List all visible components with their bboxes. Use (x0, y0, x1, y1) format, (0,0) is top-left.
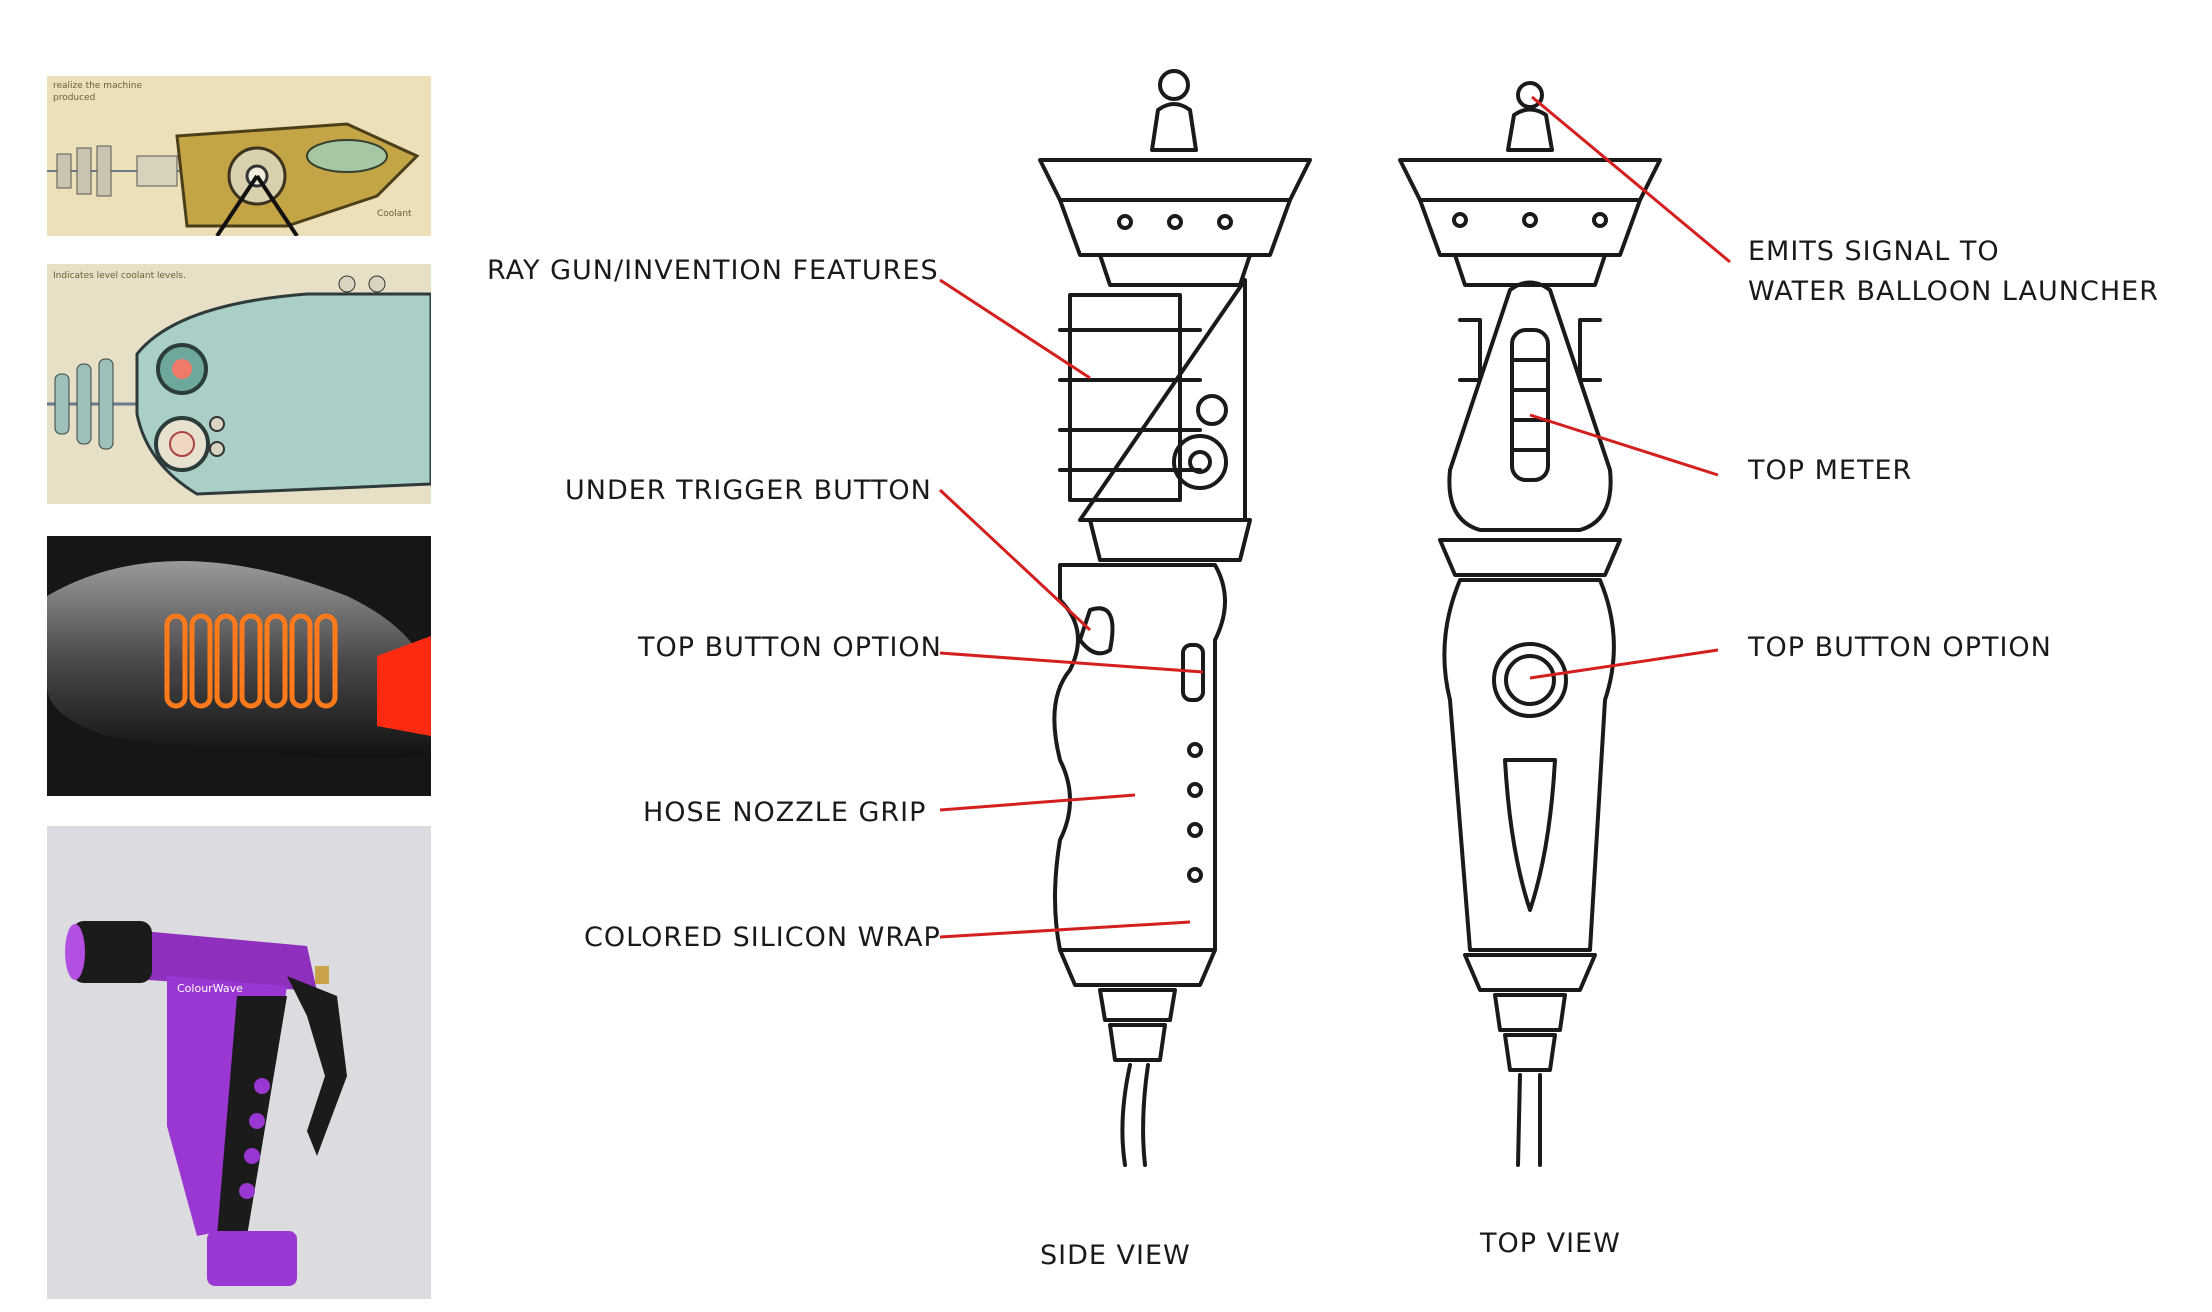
label-top-view: TOP VIEW (1480, 1228, 1621, 1259)
label-top-meter: TOP METER (1748, 455, 1913, 486)
reference-image-raygun-gauge: Indicates level coolant levels. (47, 264, 431, 504)
leader-lines (938, 95, 1731, 939)
label-emits-signal-line1: EMITS SIGNAL TO (1748, 236, 2000, 267)
label-emits-signal-line2: WATER BALLOON LAUNCHER (1748, 276, 2159, 307)
label-side-view: SIDE VIEW (1040, 1240, 1191, 1271)
leader-top-meter (1529, 413, 1719, 477)
leader-top-button-left (939, 651, 1204, 674)
reference-image-hose-nozzle: ColourWave (47, 826, 431, 1299)
leader-under-trigger (938, 488, 1092, 632)
label-top-button-option-left: TOP BUTTON OPTION (638, 632, 942, 663)
ref1-caption-line1: realize the machine (53, 81, 142, 91)
leader-hose-grip (939, 793, 1136, 812)
leader-top-button-right (1529, 648, 1719, 680)
leader-ray-gun-features (939, 278, 1091, 380)
label-top-button-option-right: TOP BUTTON OPTION (1748, 632, 2052, 663)
reference-image-raygun-blueprint: realize the machine produced Coolant (47, 76, 431, 236)
label-colored-silicon-wrap: COLORED SILICON WRAP (584, 922, 941, 953)
ref1-coolant-tag: Coolant (377, 209, 412, 219)
label-ray-gun-features: RAY GUN/INVENTION FEATURES (487, 255, 939, 286)
label-hose-nozzle-grip: HOSE NOZZLE GRIP (643, 797, 927, 828)
leader-emits-signal (1531, 95, 1731, 264)
leader-silicon-wrap (939, 920, 1191, 939)
top-view-device (1398, 81, 1662, 1167)
ref1-caption-line2: produced (53, 93, 95, 103)
ref2-caption: Indicates level coolant levels. (53, 271, 186, 281)
label-under-trigger-button: UNDER TRIGGER BUTTON (565, 475, 932, 506)
reference-image-glowing-coils (47, 536, 431, 796)
side-view-device (1038, 69, 1312, 1167)
ref4-brand-text: ColourWave (177, 982, 243, 995)
